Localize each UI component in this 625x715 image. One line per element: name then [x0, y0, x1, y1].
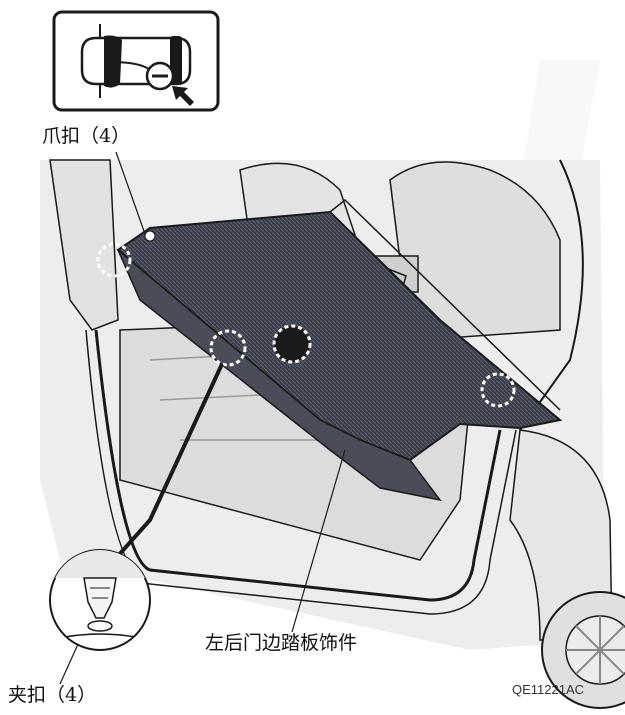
rear-door-scuff-plate [116, 198, 563, 502]
leader-lines [59, 151, 346, 685]
clip-detail-magnifier [49, 549, 151, 651]
trim-part-label: 左后门边踏板饰件 [205, 632, 358, 654]
clip-marker [209, 329, 247, 367]
claw-clip-label: 爪扣（4） [42, 125, 131, 147]
clip-markers [96, 230, 516, 408]
vehicle-locator-icon [52, 10, 220, 112]
figure-code: QE11221AC [512, 682, 585, 697]
wheel [541, 591, 625, 709]
claw-clip-marker [480, 372, 516, 408]
minus-circle-icon [145, 61, 175, 91]
pointer-arrow-icon [172, 86, 194, 106]
clip-marker [272, 324, 312, 364]
claw-clip-marker [144, 230, 156, 242]
clip-label: 夹扣（4） [8, 684, 97, 706]
claw-clip-marker [96, 242, 132, 278]
